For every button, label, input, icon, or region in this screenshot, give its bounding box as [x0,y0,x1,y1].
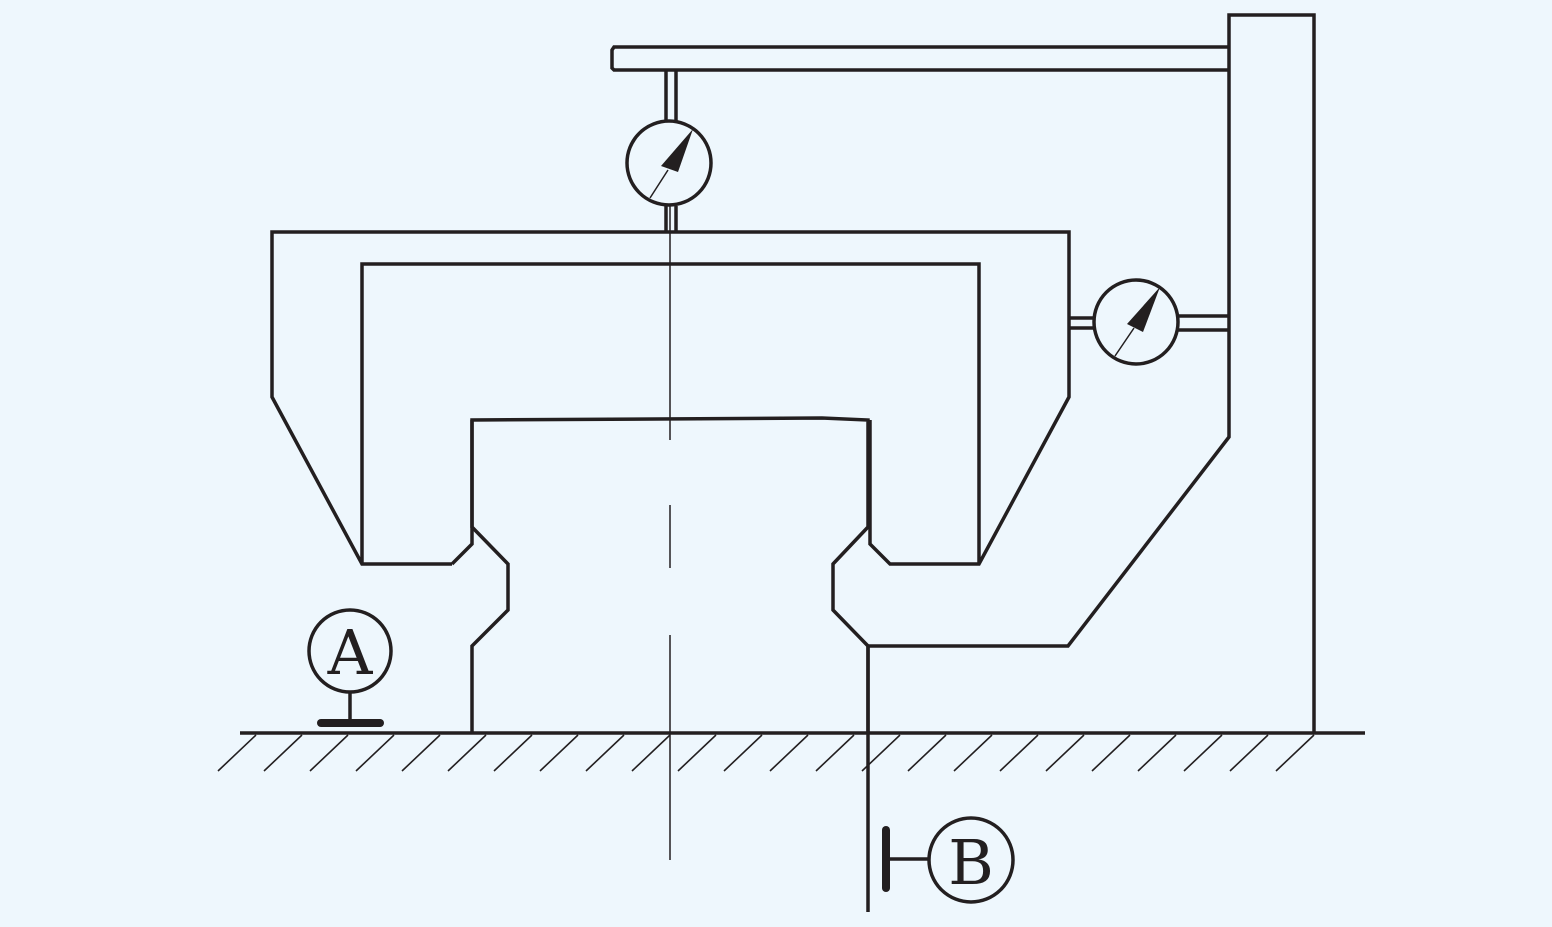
hatch-line [907,734,947,772]
hatch-line [1091,734,1131,772]
hatch-line [1137,734,1177,772]
hatch-line [493,734,533,772]
dial-needle-tail [1114,327,1135,357]
top-arm [610,45,1229,72]
datum-b-label: B [948,826,994,899]
hatch-line [263,734,303,772]
hatch-line [447,734,487,772]
hatch-line [585,734,625,772]
datum-a-symbol: A [307,608,393,727]
datum-b-symbol: B [882,816,1015,904]
hatch-line [539,734,579,772]
hatch-line [953,734,993,772]
hatch-line [1045,734,1085,772]
hatch-line [815,734,855,772]
hatch-line [999,734,1039,772]
hatch-line [769,734,809,772]
dial-needle-tail [649,169,669,199]
dial-face [1092,278,1180,366]
datum-a-circle [307,608,393,694]
hatch-line [677,734,717,772]
datum-a-label: A [327,616,374,689]
dial-needle [661,129,693,172]
gauge-housing [270,230,1071,566]
hatch-line [217,734,257,772]
dial-face [625,119,713,207]
side-dial-indicator [1069,278,1229,366]
top-dial-indicator [625,70,713,232]
stand-bracket [868,13,1316,733]
dial-needle [1127,287,1160,332]
hatch-line [723,734,763,772]
hatch-line [1229,734,1269,772]
hatch-line [1275,734,1315,772]
ground-hatching [217,734,1315,772]
hatch-line [355,734,395,772]
workpiece [470,416,870,733]
datum-b-circle [927,816,1015,904]
hatch-line [1183,734,1223,772]
hatch-line [401,734,441,772]
ground-surface [217,731,1365,772]
hatch-line [631,734,671,772]
hatch-line [309,734,349,772]
